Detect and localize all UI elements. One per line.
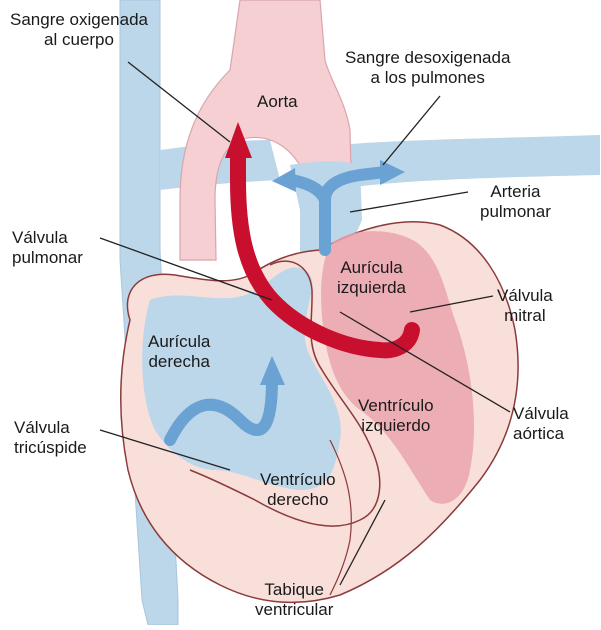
label-right-atrium: Aurícula derecha <box>148 332 210 372</box>
label-left-atrium: Aurícula izquierda <box>337 258 406 298</box>
label-deoxygenated-blood: Sangre desoxigenada a los pulmones <box>345 48 510 88</box>
label-septum: Tabique ventricular <box>255 580 333 620</box>
label-oxygenated-blood: Sangre oxigenada al cuerpo <box>10 10 148 50</box>
label-aortic-valve: Válvula aórtica <box>513 404 569 444</box>
label-pulmonary-valve: Válvula pulmonar <box>12 228 83 268</box>
label-aorta: Aorta <box>257 92 298 112</box>
label-tricuspid-valve: Válvula tricúspide <box>14 418 87 458</box>
label-mitral-valve: Válvula mitral <box>497 286 553 326</box>
label-pulmonary-artery: Arteria pulmonar <box>480 182 551 222</box>
label-right-ventricle: Ventrículo derecho <box>260 470 336 510</box>
label-left-ventricle: Ventrículo izquierdo <box>358 396 434 436</box>
